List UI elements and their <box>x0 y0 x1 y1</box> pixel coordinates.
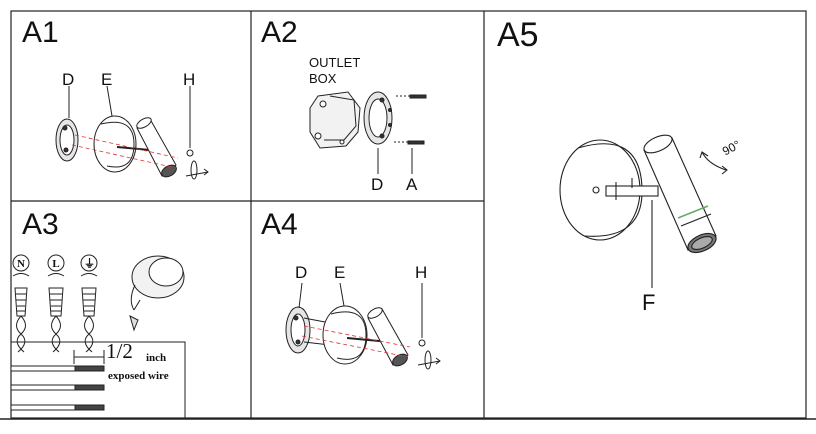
panel-a2-label: A2 <box>261 16 298 49</box>
a4-drawing <box>285 282 441 370</box>
a1-callout-d: D <box>62 70 75 89</box>
a3-strip-note: exposed wire <box>108 370 169 382</box>
a3-live-symbol: L <box>52 258 60 270</box>
a2-drawing <box>309 91 427 174</box>
panel-a1-label: A1 <box>22 16 59 49</box>
a4-callout-h: H <box>415 263 428 282</box>
a3-strip-gauge <box>10 341 186 419</box>
a3-neutral-symbol: N <box>17 258 25 270</box>
a1-spotlight <box>136 117 177 178</box>
a3-strip-length: 1/2 <box>106 339 133 363</box>
a5-arm <box>605 178 659 200</box>
panel-grid <box>0 10 816 420</box>
a3-ground-icon: ⏚ <box>84 258 95 270</box>
outer-frame <box>10 10 807 419</box>
a3-strip-unit: inch <box>146 352 167 364</box>
panel-a3-label: A3 <box>22 208 59 241</box>
a5-spotlight <box>643 134 717 254</box>
a5-callout-f: F <box>642 290 656 315</box>
a2-box-line2: BOX <box>309 71 337 86</box>
a2-screw-top <box>396 94 427 99</box>
a1-callout-h: H <box>183 70 196 89</box>
a1-backplate <box>93 115 137 173</box>
a3-wire-connectors <box>12 254 98 353</box>
a2-box-line1: OUTLET <box>309 55 361 70</box>
a4-backplate <box>322 305 368 365</box>
panel-a4-label: A4 <box>261 208 298 241</box>
a2-mounting-plate <box>363 91 393 145</box>
a4-mounting-plate <box>285 306 311 354</box>
a3-insulation-tape <box>129 255 185 332</box>
a2-outlet-box <box>309 91 361 149</box>
a1-callout-e: E <box>101 70 113 89</box>
a2-callout-a: A <box>406 175 418 194</box>
a2-callout-d: D <box>371 175 384 194</box>
a3-drawing <box>10 254 186 419</box>
a5-drawing <box>559 134 728 288</box>
panel-a5-label: A5 <box>497 16 539 54</box>
a2-screw-bottom <box>394 140 425 145</box>
a1-drawing <box>55 85 209 180</box>
a1-mounting-plate <box>55 118 79 162</box>
a4-spotlight <box>367 307 409 367</box>
a4-callout-d: D <box>295 263 308 282</box>
a4-callout-e: E <box>334 263 346 282</box>
